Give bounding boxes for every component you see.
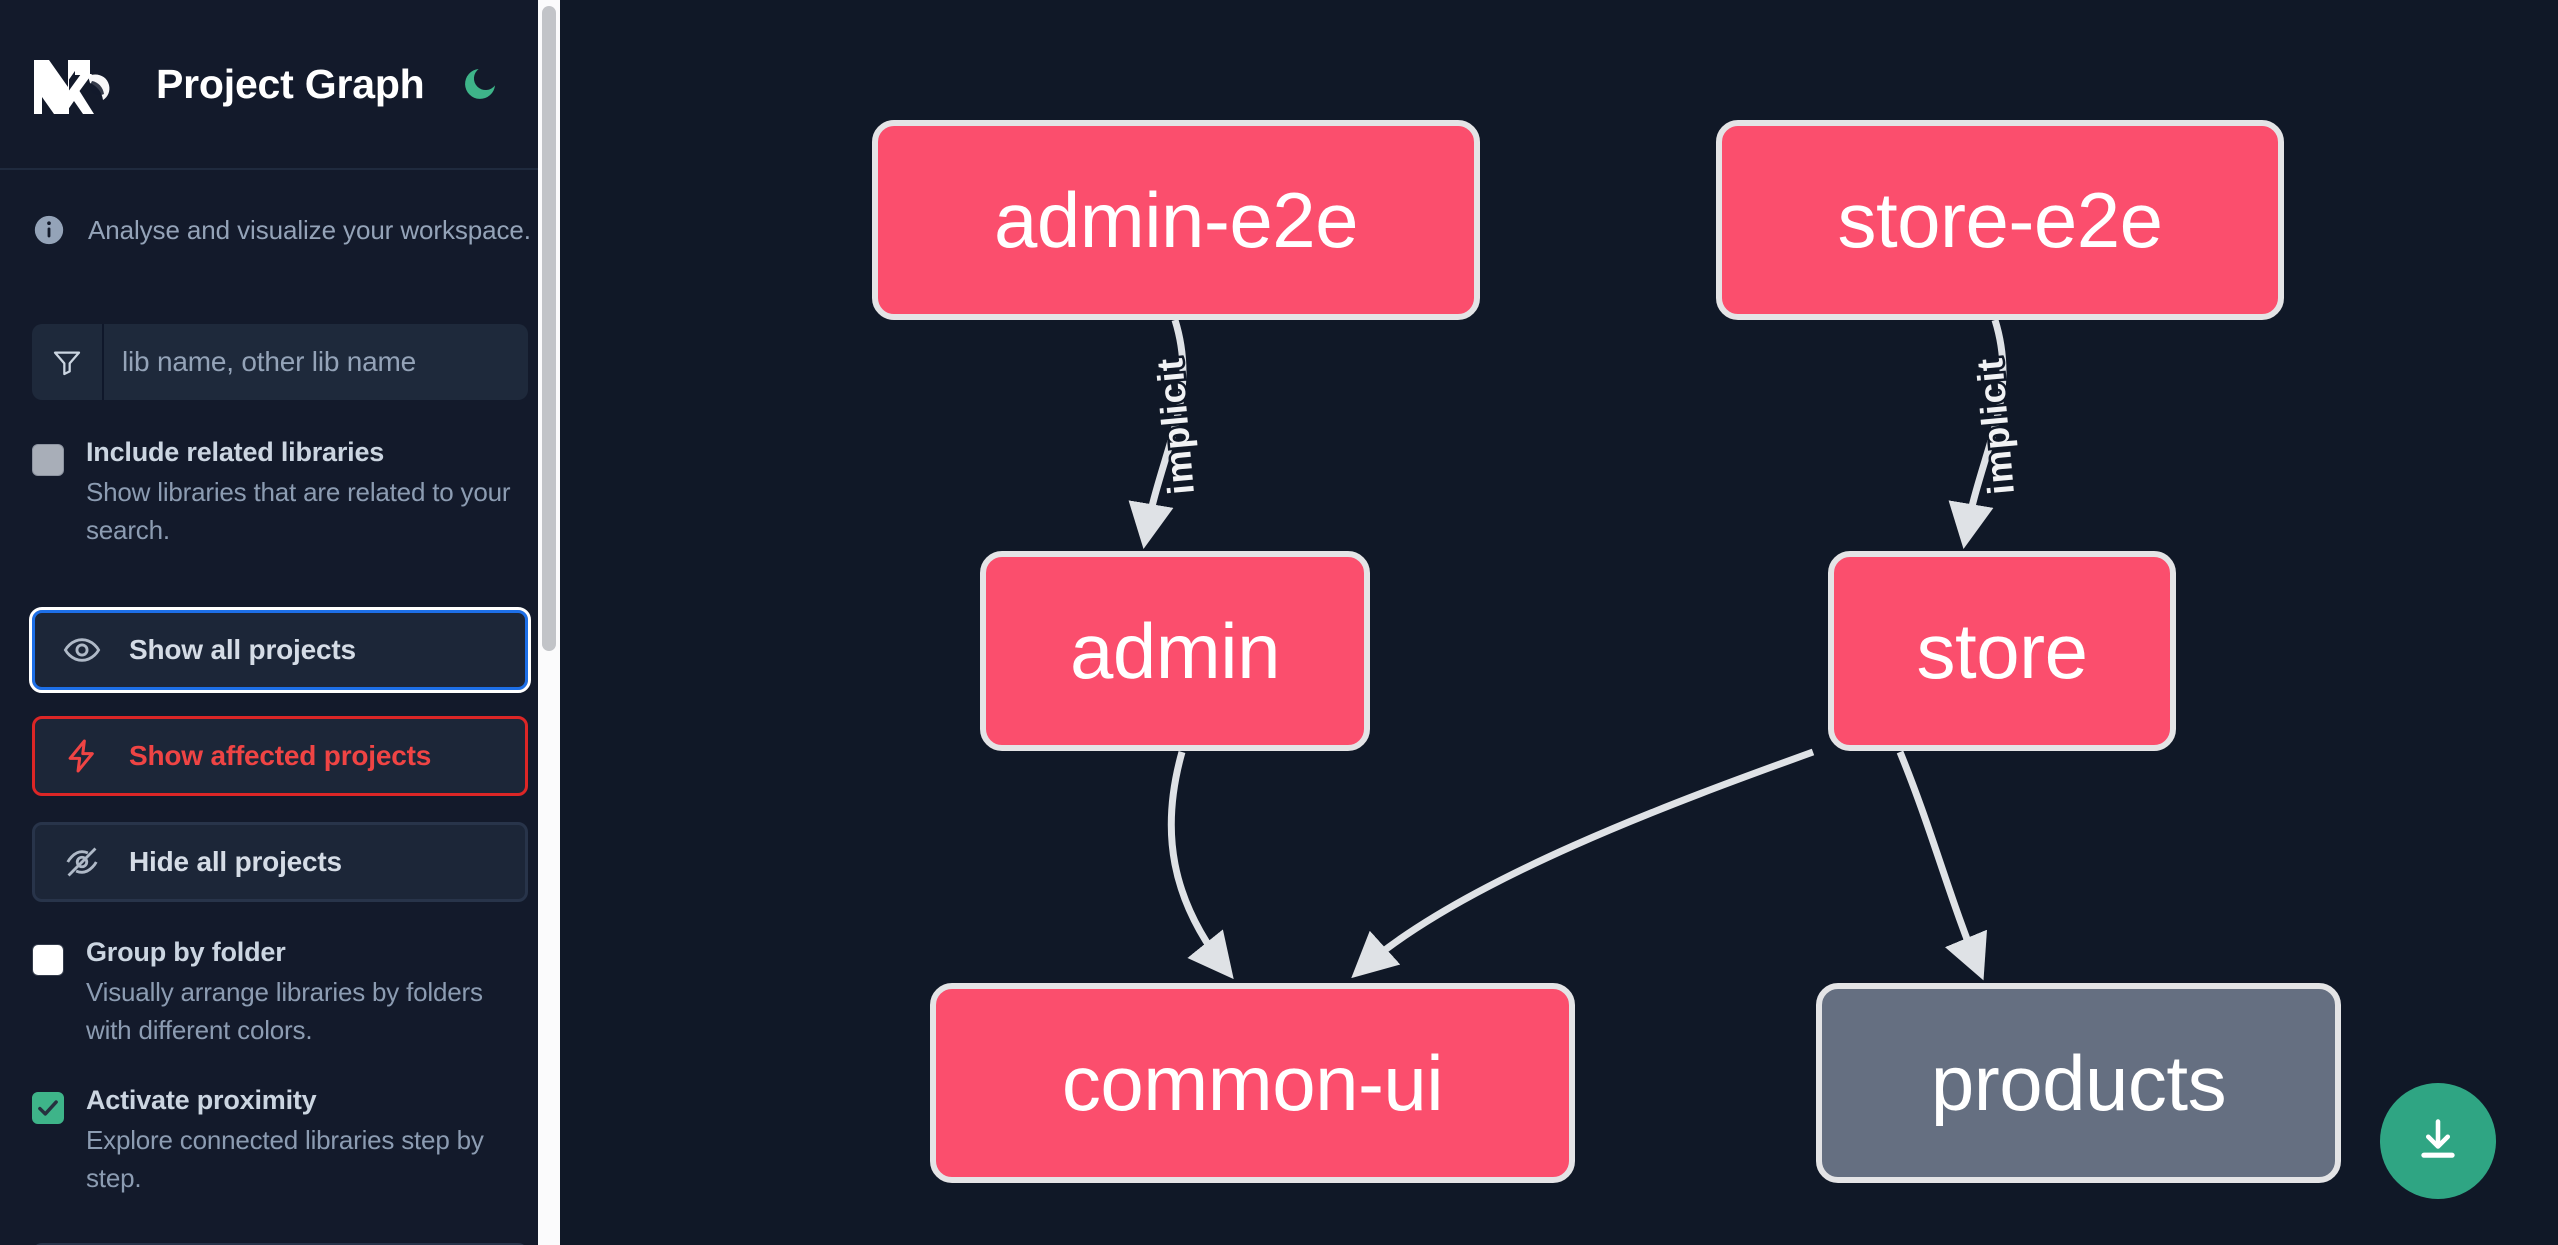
option-label: Activate proximity: [86, 1084, 317, 1115]
hide-all-projects-label: Hide all projects: [129, 845, 342, 877]
edge-store-common-ui: [1351, 748, 1815, 979]
page-title: Project Graph: [156, 60, 425, 107]
nx-logo-icon: [32, 52, 124, 116]
eye-icon: [61, 629, 103, 671]
show-affected-projects-button[interactable]: Show affected projects: [32, 715, 528, 796]
moon-icon[interactable]: [457, 61, 503, 107]
edge-admin-e2e-admin: [1128, 318, 1187, 549]
graph-node-admin[interactable]: admin: [980, 551, 1370, 751]
hide-all-projects-button[interactable]: Hide all projects: [32, 821, 528, 902]
download-icon: [2412, 1114, 2464, 1169]
workspace-info: Analyse and visualize your workspace.: [32, 170, 531, 257]
workspace-info-text: Analyse and visualize your workspace.: [88, 214, 531, 245]
checkbox-group-by-folder[interactable]: [32, 943, 64, 976]
show-affected-projects-label: Show affected projects: [129, 739, 432, 771]
sidebar-header: Project Graph: [0, 0, 560, 170]
edge-admin-common-ui: [1167, 751, 1234, 980]
option-label: Group by folder: [86, 936, 286, 967]
sidebar-scrollbar[interactable]: [538, 0, 560, 1245]
option-description: Visually arrange libraries by folders wi…: [86, 977, 483, 1045]
graph-node-label: store-e2e: [1837, 175, 2163, 264]
option-description: Show libraries that are related to your …: [86, 477, 511, 546]
graph-node-common-ui[interactable]: common-ui: [930, 983, 1575, 1183]
option-include-related-libraries[interactable]: Include related libraries Show libraries…: [32, 436, 528, 550]
edge-store-e2e-store: [1948, 318, 2007, 549]
graph-node-products[interactable]: products: [1816, 983, 2341, 1183]
graph-node-admin-e2e[interactable]: admin-e2e: [872, 120, 1480, 320]
search-input[interactable]: [104, 324, 528, 400]
sidebar-scrollbar-thumb[interactable]: [542, 6, 556, 651]
graph-node-label: admin-e2e: [993, 175, 1359, 264]
edge-store-products: [1896, 750, 1988, 981]
eye-off-icon: [61, 841, 103, 883]
option-group-by-folder[interactable]: Group by folder Visually arrange librari…: [32, 936, 528, 1050]
show-all-projects-button[interactable]: Show all projects: [29, 606, 531, 693]
action-button-group: Show all projects Show affected projects: [29, 606, 531, 902]
lightning-bolt-icon: [61, 735, 103, 777]
search-field[interactable]: [32, 324, 528, 400]
sidebar: Project Graph: [0, 0, 560, 1245]
download-image-button[interactable]: [2380, 1083, 2496, 1199]
graph-node-store-e2e[interactable]: store-e2e: [1716, 120, 2284, 320]
graph-node-label: store: [1916, 606, 2088, 695]
graph-node-label: admin: [1070, 606, 1280, 695]
graph-node-label: products: [1930, 1038, 2227, 1127]
info-icon: [32, 213, 66, 247]
filter-icon: [32, 324, 104, 400]
graph-canvas[interactable]: implicit implicit admin-e2e store-e2e ad…: [560, 0, 2558, 1245]
checkbox-activate-proximity[interactable]: [32, 1091, 64, 1124]
graph-edges: implicit implicit: [1128, 318, 2024, 981]
show-all-projects-label: Show all projects: [129, 633, 356, 665]
checkbox-include-related-libraries[interactable]: [32, 444, 64, 476]
option-description: Explore connected libraries step by step…: [86, 1124, 484, 1193]
graph-node-label: common-ui: [1061, 1038, 1444, 1127]
option-label: Include related libraries: [86, 437, 385, 467]
option-activate-proximity[interactable]: Activate proximity Explore connected lib…: [32, 1084, 528, 1198]
graph-node-store[interactable]: store: [1828, 551, 2176, 751]
